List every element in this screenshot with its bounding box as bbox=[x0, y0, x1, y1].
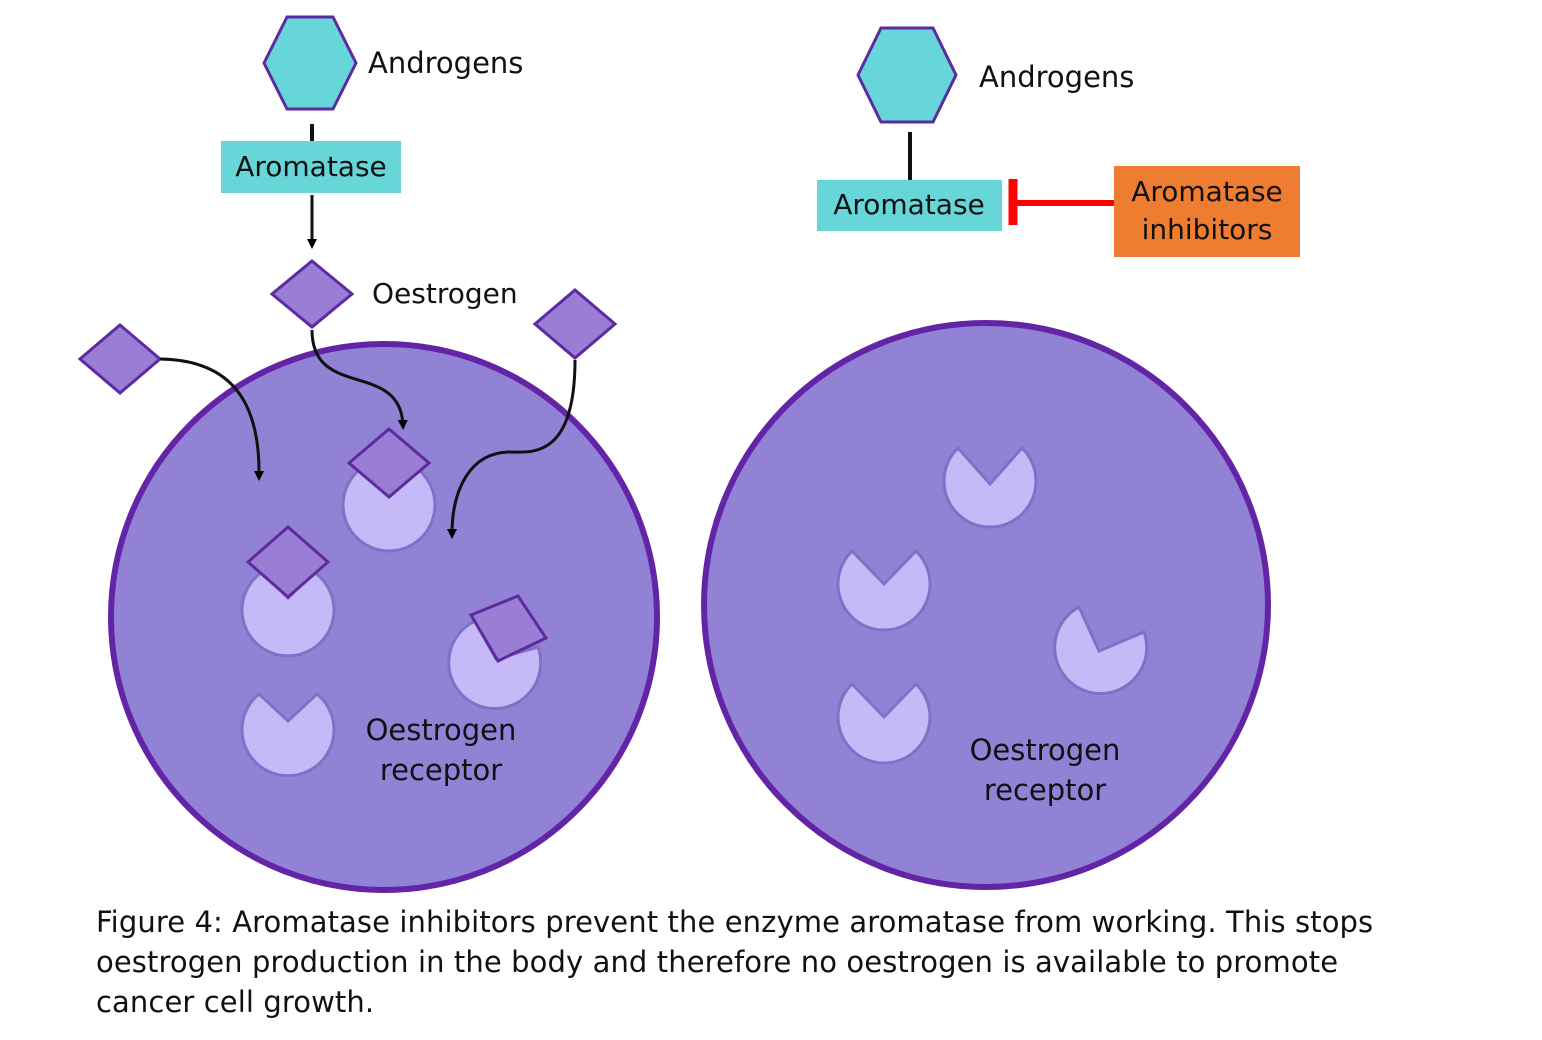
oestrogen-receptor-icon bbox=[942, 445, 1038, 529]
caption-line2: oestrogen production in the body and the… bbox=[96, 945, 1339, 979]
cancer-cell-left bbox=[108, 341, 660, 893]
oestrogen-entry-arrow bbox=[159, 357, 265, 481]
oestrogen-receptor-icon bbox=[240, 570, 336, 658]
caption-line3: cancer cell growth. bbox=[96, 985, 375, 1019]
receptor-label-line2: receptor bbox=[984, 773, 1106, 807]
oestrogen-receptor-icon bbox=[447, 619, 543, 711]
aromatase-box bbox=[221, 141, 401, 193]
oestrogen-entry-arrow bbox=[447, 359, 577, 539]
cancer-cell-right bbox=[701, 320, 1271, 890]
aromatase-box bbox=[817, 180, 1002, 231]
androgen-hexagon-icon bbox=[262, 15, 358, 111]
oestrogen-receptor-icon bbox=[240, 692, 336, 778]
oestrogen-diamond-icon bbox=[269, 259, 355, 329]
inhibitors-label-line2: inhibitors bbox=[1142, 213, 1273, 246]
bound-oestrogen-diamond-icon bbox=[346, 427, 432, 499]
oestrogen-receptor-icon bbox=[341, 465, 437, 553]
receptor-label-line1: Oestrogen bbox=[970, 733, 1121, 767]
right-panel: Androgens Aromatase Aromatase inhibitors… bbox=[701, 26, 1300, 890]
oestrogen-receptor-icon bbox=[836, 681, 932, 765]
bound-oestrogen-diamond-icon bbox=[468, 594, 549, 663]
left-panel: Androgens Aromatase Oestrogen bbox=[77, 15, 660, 893]
aromatase-inhibitors-box bbox=[1114, 166, 1300, 257]
androgens-label: Androgens bbox=[368, 46, 523, 80]
androgens-label: Androgens bbox=[979, 60, 1134, 94]
aromatase-label: Aromatase bbox=[235, 150, 387, 183]
androgen-hexagon-icon bbox=[856, 26, 958, 124]
oestrogen-diamond-icon bbox=[77, 323, 163, 395]
oestrogen-receptor-icon bbox=[1053, 604, 1149, 696]
aromatase-label: Aromatase bbox=[833, 188, 985, 221]
caption-line1: Figure 4: Aromatase inhibitors prevent t… bbox=[96, 905, 1374, 939]
receptor-label-line2: receptor bbox=[380, 753, 502, 787]
bound-oestrogen-diamond-icon bbox=[245, 525, 331, 599]
oestrogen-receptor-icon bbox=[836, 548, 932, 632]
receptor-label-line1: Oestrogen bbox=[366, 713, 517, 747]
figure-caption: Figure 4: Aromatase inhibitors prevent t… bbox=[96, 902, 1426, 1022]
inhibitors-label-line1: Aromatase bbox=[1131, 175, 1283, 208]
oestrogen-entry-arrow bbox=[310, 329, 408, 430]
oestrogen-label: Oestrogen bbox=[372, 277, 518, 310]
oestrogen-diamond-icon bbox=[532, 288, 618, 360]
